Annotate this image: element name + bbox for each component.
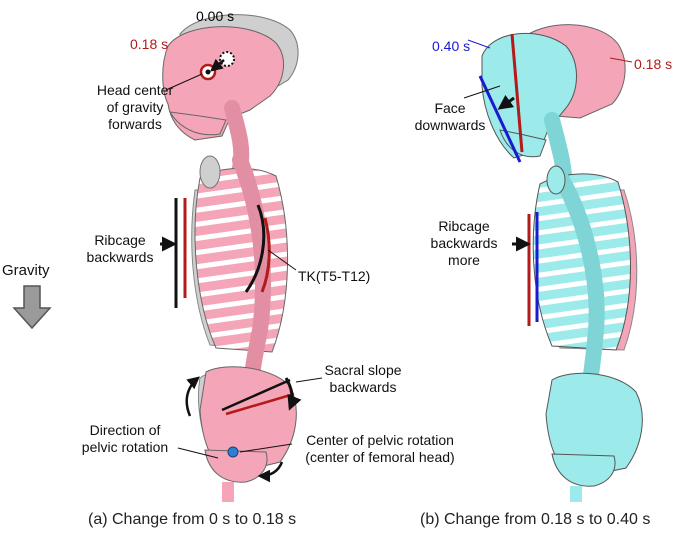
femoral-head-center [227,446,239,458]
sacral-label: Sacral slope backwards [318,362,408,396]
femur-stub [222,482,234,502]
sacral-line-black [221,378,291,412]
panel-b-skeleton [463,24,643,502]
tk-label: TK(T5-T12) [298,268,371,284]
pelvic-rotation-arrow-up [185,376,200,417]
pelvis-lower-b [551,453,616,487]
pelvic-center-label: Center of pelvic rotation (center of fem… [290,432,470,466]
caption-b: (b) Change from 0.18 s to 0.40 s [420,511,651,528]
tk-curve-black [244,204,266,293]
gravity-arrow [12,285,52,330]
tk-curve-red [260,217,271,293]
gravity-label: Gravity [2,262,50,279]
pelvic-direction-line2: pelvic rotation [81,439,169,455]
jaw [169,111,227,136]
pelvic-direction-label: Direction of pelvic rotation [70,422,180,456]
head-cog-label-line2: of gravity [106,99,164,115]
face-arrow [497,94,515,110]
ribcage-label-a: Ribcage backwards [80,232,160,266]
ribcage-label-b: Ribcage backwards more [424,218,504,269]
sacral-label-line1: Sacral slope [324,362,402,378]
ribcage-018s [194,167,288,353]
pelvic-rotation-arrow-down [257,461,284,483]
time-label-000: 0.00 s [196,8,235,24]
ribcage-label-a-line2: backwards [86,249,154,265]
ribcage-040s [532,173,631,351]
face-label-line1: Face [434,100,466,116]
pelvis-lower [204,449,268,483]
sacral-line-red [225,392,295,416]
shoulder-b [546,165,566,195]
panel-a-skeleton [160,14,323,502]
time-label-018-b: 0.18 s [634,56,673,72]
sacral-label-line2: backwards [329,379,397,395]
face-line-red [510,33,524,153]
cog-arrow [210,58,225,72]
cog-0s [219,51,235,67]
caption-a: (a) Change from 0 s to 0.18 s [88,511,297,528]
time-label-018: 0.18 s [130,36,169,52]
shoulder [199,155,221,189]
head-cog-label-line1: Head center [96,82,174,98]
head-cog-label: Head center of gravity forwards [80,82,190,133]
skull-018s [162,26,285,141]
ribcage-label-a-line1: Ribcage [94,232,146,248]
thoracic-spine-a [232,152,272,400]
femur-stub-b [570,486,582,502]
skull-040s [481,32,577,159]
head-cog-label-line3: forwards [108,116,162,132]
pelvic-center-line1: Center of pelvic rotation [306,432,454,448]
face-label: Face downwards [410,100,490,134]
pelvic-center-line2: (center of femoral head) [305,449,455,465]
sacral-arrow [284,377,302,411]
pelvic-direction-line1: Direction of [89,422,161,438]
pelvis-040s [545,372,643,479]
ribcage-label-b-line3: more [448,252,480,268]
face-label-line2: downwards [414,117,486,133]
jaw-b [499,129,547,158]
ribcage-label-b-line1: Ribcage [438,218,490,234]
time-label-040: 0.40 s [432,38,471,54]
ribcage-label-b-line2: backwards [430,235,498,251]
